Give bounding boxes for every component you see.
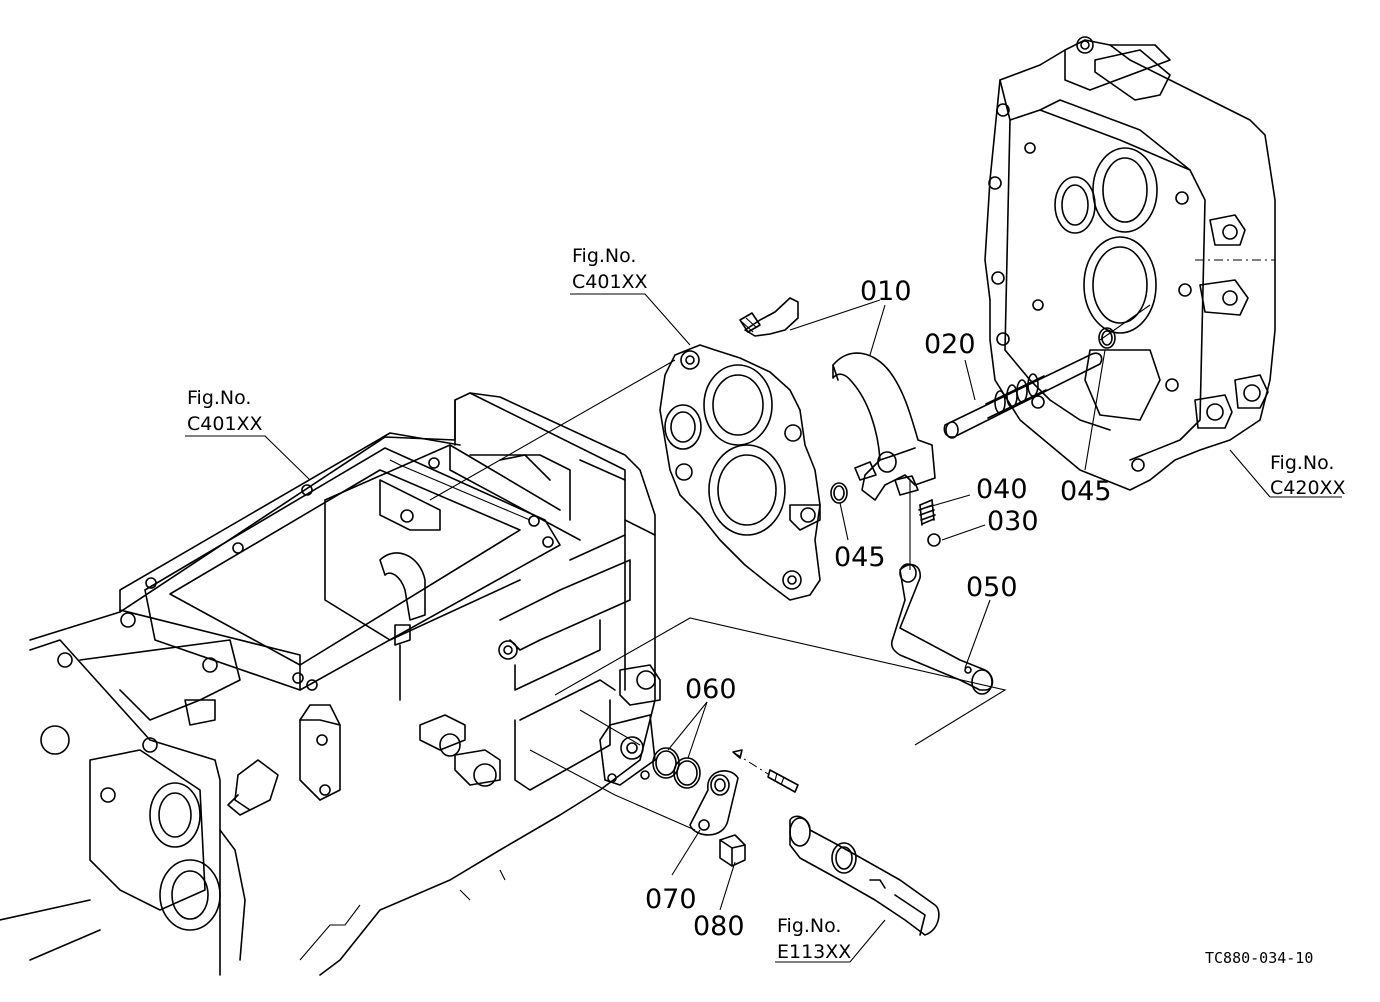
transmission-case <box>0 392 661 976</box>
detent-ball-030 <box>927 533 941 547</box>
fig-ref-1-code: C401XX <box>572 271 648 293</box>
shift-fork-010 <box>832 352 936 501</box>
shift-shaft <box>789 815 940 936</box>
fig-ref-1-label: Fig.No. <box>572 245 636 267</box>
fig-ref-2-code: C401XX <box>187 413 263 435</box>
label-060: 060 <box>685 674 737 705</box>
o-ring-045-left <box>830 482 848 504</box>
leader-lines <box>185 293 1342 963</box>
fig-ref-4-label: Fig.No. <box>777 915 841 937</box>
bolt-080 <box>719 834 746 867</box>
o-rings-060 <box>652 747 701 789</box>
fork-rod-020 <box>943 352 1103 439</box>
fig-ref-4-code: E113XX <box>777 941 851 963</box>
label-040: 040 <box>976 474 1028 505</box>
spring-pin <box>732 749 799 793</box>
figure-references: Fig.No. C401XX Fig.No. C401XX Fig.No. C4… <box>187 245 1346 963</box>
spring-040 <box>918 499 936 526</box>
rear-housing <box>984 36 1276 491</box>
label-045-right: 045 <box>1060 476 1112 507</box>
label-010: 010 <box>860 276 912 307</box>
label-050: 050 <box>966 572 1018 603</box>
label-080: 080 <box>693 911 745 942</box>
label-030: 030 <box>987 506 1039 537</box>
fig-ref-3-label: Fig.No. <box>1270 452 1334 474</box>
label-020: 020 <box>924 329 976 360</box>
label-045-left: 045 <box>834 542 886 573</box>
lock-plate-070 <box>689 770 739 836</box>
part-labels: 010 020 030 040 045 045 050 060 070 080 <box>645 276 1112 942</box>
bearing-holder-plate <box>659 344 821 601</box>
fig-ref-2-label: Fig.No. <box>187 387 251 409</box>
fig-ref-3-code: C420XX <box>1270 477 1346 499</box>
label-070: 070 <box>645 884 697 915</box>
bolt <box>739 297 799 337</box>
drawing-code: TC880-034-10 <box>1205 949 1313 967</box>
